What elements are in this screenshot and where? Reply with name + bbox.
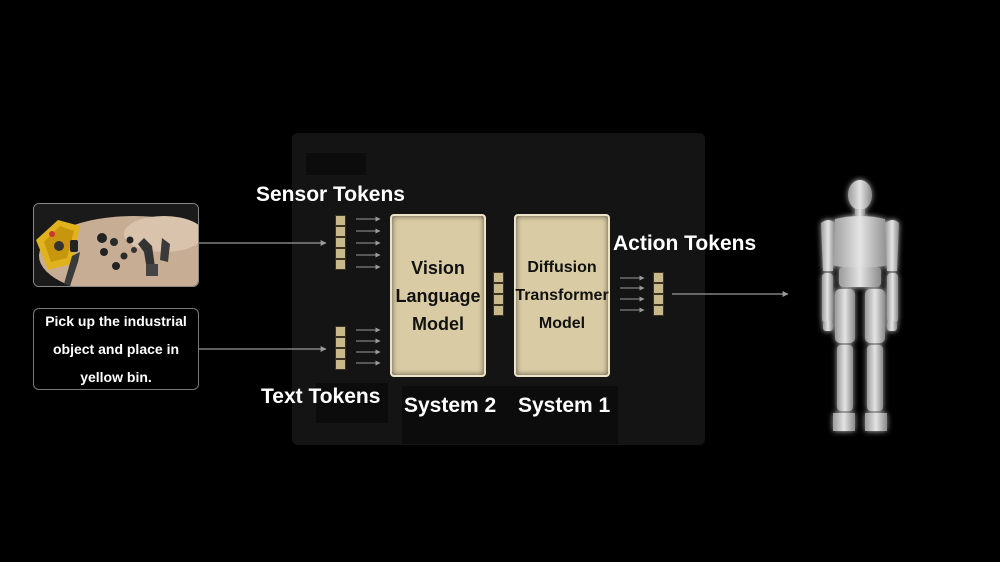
action-token xyxy=(653,294,664,305)
panel-label-patch xyxy=(402,386,618,444)
diffusion-transformer-box: Diffusion Transformer Model xyxy=(514,214,610,377)
latent-token xyxy=(493,283,504,294)
text-token xyxy=(335,359,346,370)
system2-label: System 2 xyxy=(404,394,497,417)
latent-token xyxy=(493,294,504,305)
action-tokens-label: Action Tokens xyxy=(613,232,757,255)
action-token xyxy=(653,272,664,283)
sensor-token-arrows xyxy=(356,216,381,270)
humanoid-robot-icon xyxy=(821,180,899,431)
instruction-text: Pick up the industrial object and place … xyxy=(45,307,187,391)
text-token-arrows xyxy=(356,327,381,366)
text-token-stack xyxy=(335,326,346,370)
panel-label-patch xyxy=(316,383,388,423)
instruction-box: Pick up the industrial object and place … xyxy=(33,308,199,390)
vlm-line-3: Model xyxy=(412,313,464,334)
sensor-token-stack xyxy=(335,215,346,270)
action-token xyxy=(653,283,664,294)
instruction-line-3: yellow bin. xyxy=(80,369,152,385)
dit-line-3: Model xyxy=(538,314,586,332)
latent-token xyxy=(493,305,504,316)
sensor-token xyxy=(335,237,346,248)
dit-line-2: Transformer xyxy=(515,286,609,304)
instruction-line-2: object and place in xyxy=(52,341,180,357)
latent-token xyxy=(493,272,504,283)
dit-output-arrows xyxy=(620,275,645,313)
vision-language-model-box: Vision Language Model xyxy=(390,214,486,377)
text-token xyxy=(335,337,346,348)
text-token xyxy=(335,326,346,337)
sensor-tokens-label: Sensor Tokens xyxy=(256,183,405,206)
vlm-line-2: Language xyxy=(395,285,481,306)
camera-photo xyxy=(33,203,199,287)
action-token xyxy=(653,305,664,316)
latent-token-stack xyxy=(493,272,504,316)
system1-label: System 1 xyxy=(518,394,611,417)
text-tokens-label: Text Tokens xyxy=(261,385,381,408)
action-token-stack xyxy=(653,272,664,316)
sensor-token xyxy=(335,215,346,226)
instruction-line-1: Pick up the industrial xyxy=(45,313,187,329)
sensor-token xyxy=(335,248,346,259)
vlm-line-1: Vision xyxy=(411,257,465,278)
robot-workspace-photo-icon xyxy=(34,204,198,286)
sensor-token xyxy=(335,226,346,237)
panel-label-patch xyxy=(306,153,366,175)
dit-line-1: Diffusion xyxy=(527,258,597,276)
text-token xyxy=(335,348,346,359)
sensor-token xyxy=(335,259,346,270)
